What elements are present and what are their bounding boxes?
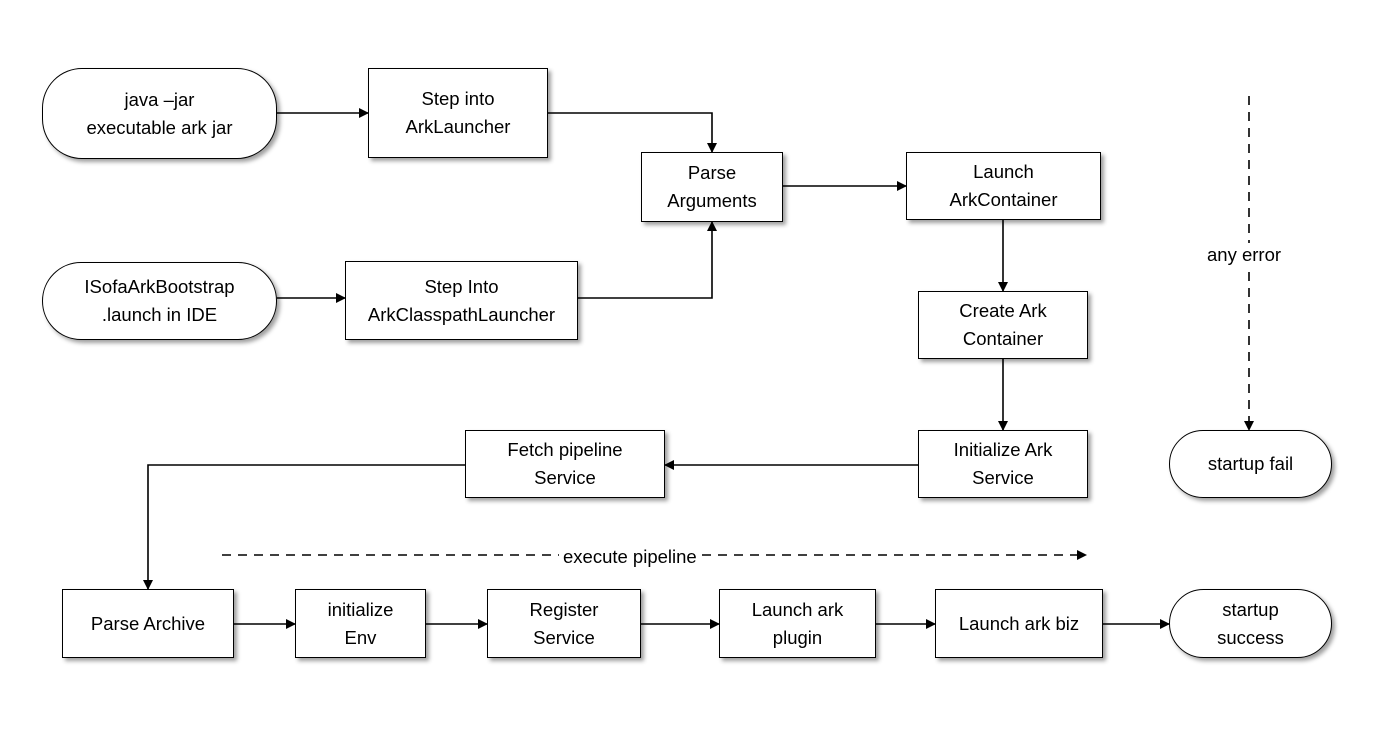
node-label: Register — [529, 598, 599, 620]
edge-label-execute-pipeline: execute pipeline — [559, 545, 701, 569]
start-node-ide-launch: ISofaArkBootstrap .launch in IDE — [42, 262, 277, 340]
node-label: Step Into — [424, 275, 499, 297]
node-label: startup fail — [1207, 453, 1294, 474]
edge-classpath-launcher-to-parse-arguments — [578, 221, 717, 299]
node-label: Create Ark — [959, 300, 1047, 321]
edge-label-any-error: any error — [1203, 243, 1286, 267]
node-label: Arguments — [667, 190, 757, 211]
node-label: Launch ark biz — [958, 612, 1080, 634]
node-label: Parse Archive — [90, 612, 206, 634]
node-label: Service — [534, 467, 596, 488]
launch-ark-plugin: Launch ark plugin — [719, 589, 876, 658]
node-label: executable ark jar — [86, 116, 233, 138]
node-label: Step into — [421, 88, 495, 109]
node-label: Launch — [973, 161, 1034, 182]
node-label: Parse — [687, 162, 737, 183]
node-label: startup — [1222, 598, 1279, 620]
parse-archive: Parse Archive — [62, 589, 234, 658]
node-label: initialize — [327, 598, 394, 620]
node-label: Service — [533, 626, 595, 648]
end-node-startup-fail: startup fail — [1169, 430, 1332, 498]
node-label: Launch ark — [751, 598, 844, 620]
node-label: java –jar — [124, 88, 195, 110]
node-label: ArkContainer — [949, 189, 1058, 210]
edge-ark-launcher-to-parse-arguments — [548, 112, 717, 153]
node-label: success — [1217, 626, 1284, 648]
node-label: ArkLauncher — [405, 116, 511, 137]
node-label: .launch in IDE — [101, 304, 218, 325]
start-node-java-jar: java –jar executable ark jar — [42, 68, 277, 159]
node-label: Container — [962, 328, 1044, 349]
node-label: Fetch pipeline — [507, 439, 623, 460]
node-label: ISofaArkBootstrap — [84, 276, 235, 297]
node-label: ArkClasspathLauncher — [367, 303, 556, 325]
edge-fetch-pipeline-to-parse-archive — [143, 464, 465, 590]
launch-ark-biz: Launch ark biz — [935, 589, 1103, 658]
node-label: Env — [344, 626, 377, 648]
node-label: Initialize Ark — [953, 439, 1053, 460]
end-node-startup-success: startup success — [1169, 589, 1332, 658]
node-label: Service — [972, 467, 1034, 488]
node-label: plugin — [772, 626, 823, 648]
